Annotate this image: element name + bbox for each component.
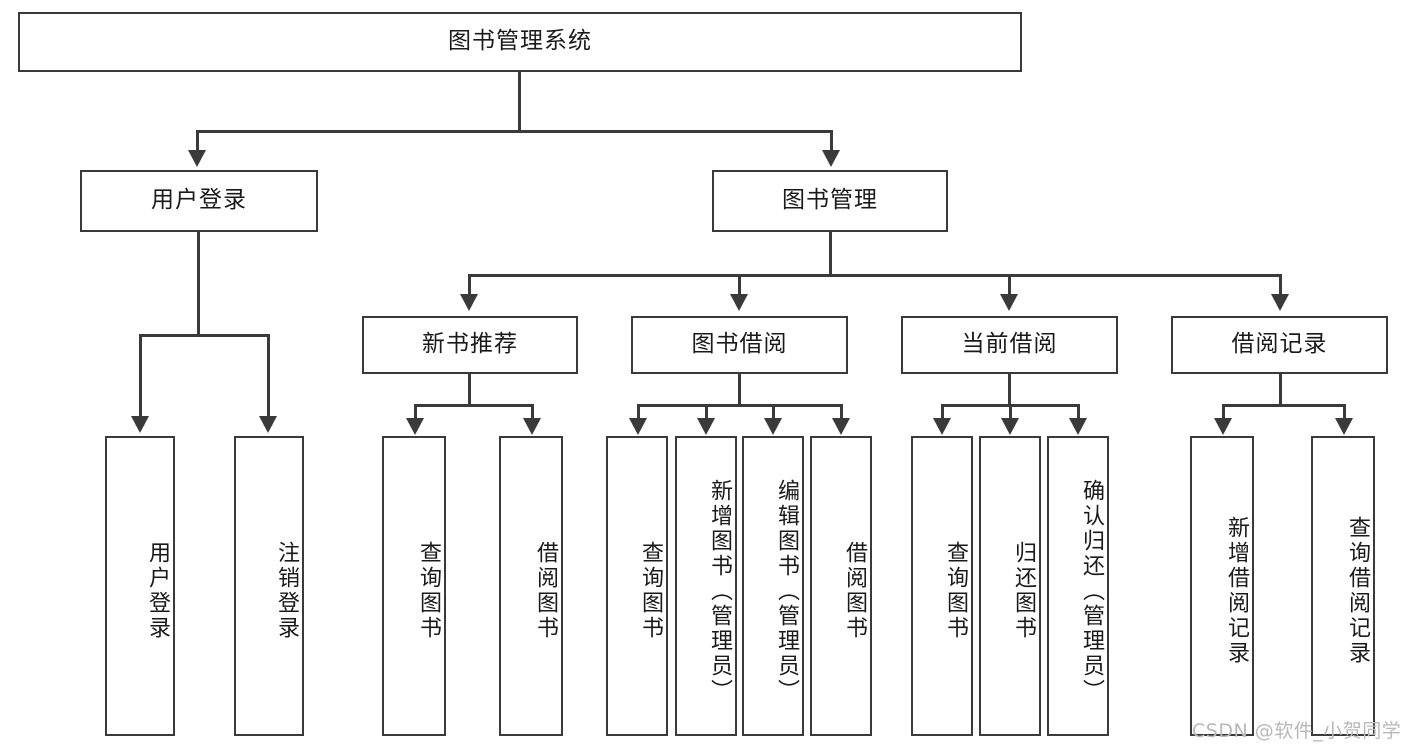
edge-to-leaf-return-book xyxy=(1009,404,1012,420)
node-leaf-query-book-2-label: 查询图书 xyxy=(638,541,663,641)
node-leaf-query-book-1-label: 查询图书 xyxy=(416,541,441,641)
arrow-to-leaf-query-record xyxy=(1335,418,1353,435)
arrow-to-leaf-confirm-return xyxy=(1069,418,1087,435)
arrow-to-leaf-user-login xyxy=(131,416,149,433)
edge-to-leaf-edit-book xyxy=(772,404,775,420)
node-user-login-label: 用户登录 xyxy=(151,187,247,214)
node-leaf-user-login[interactable]: 用户登录 xyxy=(105,436,175,736)
arrow-to-leaf-borrow-book-2 xyxy=(832,418,850,435)
edge-to-leaf-add-book xyxy=(705,404,708,420)
edge-to-leaf-query-record xyxy=(1343,404,1346,420)
edge-root-to-user-login xyxy=(196,130,199,152)
edge-to-leaf-logout xyxy=(267,334,270,418)
node-new-book-recommend[interactable]: 新书推荐 xyxy=(362,316,578,374)
node-leaf-logout[interactable]: 注销登录 xyxy=(234,436,304,736)
edge-user-login-bus xyxy=(139,334,269,337)
node-leaf-user-login-label: 用户登录 xyxy=(145,541,170,641)
edge-to-book-borrow xyxy=(738,274,741,296)
arrow-to-leaf-query-book-1 xyxy=(406,418,424,435)
node-leaf-edit-book-label: 编辑图书（管理员） xyxy=(774,478,799,704)
node-book-borrow[interactable]: 图书借阅 xyxy=(631,316,848,374)
csdn-watermark: CSDN @软件_小贺同学 xyxy=(1192,720,1402,742)
node-current-borrow[interactable]: 当前借阅 xyxy=(901,316,1118,374)
node-leaf-add-book-label: 新增图书（管理员） xyxy=(707,478,732,704)
node-leaf-confirm-return[interactable]: 确认归还（管理员） xyxy=(1047,436,1109,736)
arrow-to-leaf-query-book-2 xyxy=(629,418,647,435)
edge-book-management-stem xyxy=(829,232,832,276)
node-book-borrow-label: 图书借阅 xyxy=(691,331,788,358)
node-leaf-query-book-1[interactable]: 查询图书 xyxy=(382,436,446,736)
node-book-management[interactable]: 图书管理 xyxy=(712,170,948,232)
edge-book-management-bus xyxy=(468,274,1282,277)
arrow-to-leaf-edit-book xyxy=(764,418,782,435)
node-leaf-add-book[interactable]: 新增图书（管理员） xyxy=(675,436,737,736)
node-leaf-return-book[interactable]: 归还图书 xyxy=(979,436,1041,736)
node-leaf-return-book-label: 归还图书 xyxy=(1011,541,1036,641)
node-leaf-borrow-book-1[interactable]: 借阅图书 xyxy=(499,436,563,736)
edge-to-borrow-record xyxy=(1279,274,1282,296)
node-leaf-add-record-label: 新增借阅记录 xyxy=(1224,516,1249,666)
node-leaf-query-book-2[interactable]: 查询图书 xyxy=(606,436,668,736)
node-current-borrow-label: 当前借阅 xyxy=(961,331,1058,358)
arrow-to-borrow-record xyxy=(1271,294,1289,311)
arrow-to-leaf-logout xyxy=(259,416,277,433)
node-root-label: 图书管理系统 xyxy=(448,28,592,55)
edge-to-leaf-borrow-book-1 xyxy=(531,404,534,420)
edge-to-leaf-query-book-1 xyxy=(414,404,417,420)
node-leaf-query-record-label: 查询借阅记录 xyxy=(1345,516,1370,666)
node-leaf-borrow-book-1-label: 借阅图书 xyxy=(533,541,558,641)
edge-book-borrow-stem xyxy=(738,374,741,406)
arrow-to-book-management xyxy=(822,150,840,167)
arrow-to-new-book-recommend xyxy=(460,294,478,311)
node-book-management-label: 图书管理 xyxy=(782,187,878,214)
edge-root-to-book-management xyxy=(830,130,833,152)
edge-root-stem xyxy=(518,72,521,132)
arrow-to-current-borrow xyxy=(1000,294,1018,311)
edge-to-leaf-user-login xyxy=(139,334,142,418)
node-leaf-borrow-book-2-label: 借阅图书 xyxy=(842,541,867,641)
node-user-login[interactable]: 用户登录 xyxy=(80,170,318,232)
edge-new-book-recommend-stem xyxy=(468,374,471,406)
arrow-to-leaf-borrow-book-1 xyxy=(523,418,541,435)
edge-to-new-book-recommend xyxy=(468,274,471,296)
node-new-book-recommend-label: 新书推荐 xyxy=(422,331,518,358)
edge-borrow-record-bus xyxy=(1222,404,1346,407)
arrow-to-leaf-add-book xyxy=(697,418,715,435)
node-leaf-confirm-return-label: 确认归还（管理员） xyxy=(1079,478,1104,704)
node-leaf-logout-label: 注销登录 xyxy=(274,541,299,641)
node-leaf-edit-book[interactable]: 编辑图书（管理员） xyxy=(742,436,804,736)
edge-to-leaf-query-book-2 xyxy=(637,404,640,420)
edge-to-leaf-query-book-3 xyxy=(941,404,944,420)
arrow-to-leaf-query-book-3 xyxy=(933,418,951,435)
edge-to-current-borrow xyxy=(1008,274,1011,296)
edge-current-borrow-stem xyxy=(1008,374,1011,406)
node-leaf-query-book-3-label: 查询图书 xyxy=(943,541,968,641)
arrow-to-leaf-return-book xyxy=(1001,418,1019,435)
node-borrow-record-label: 借阅记录 xyxy=(1231,331,1328,358)
node-borrow-record[interactable]: 借阅记录 xyxy=(1171,316,1388,374)
node-root[interactable]: 图书管理系统 xyxy=(18,12,1022,72)
edge-to-leaf-borrow-book-2 xyxy=(840,404,843,420)
edge-to-leaf-confirm-return xyxy=(1077,404,1080,420)
edge-to-leaf-add-record xyxy=(1222,404,1225,420)
edge-user-login-stem xyxy=(197,232,200,336)
edge-borrow-record-stem xyxy=(1279,374,1282,406)
edge-root-bus xyxy=(196,130,833,133)
node-leaf-query-record[interactable]: 查询借阅记录 xyxy=(1311,436,1375,736)
node-leaf-add-record[interactable]: 新增借阅记录 xyxy=(1190,436,1254,736)
edge-new-book-recommend-bus xyxy=(414,404,534,407)
arrow-to-user-login xyxy=(188,150,206,167)
edge-book-borrow-bus xyxy=(637,404,841,407)
node-leaf-borrow-book-2[interactable]: 借阅图书 xyxy=(810,436,872,736)
node-leaf-query-book-3[interactable]: 查询图书 xyxy=(911,436,973,736)
arrow-to-leaf-add-record xyxy=(1214,418,1232,435)
arrow-to-book-borrow xyxy=(730,294,748,311)
